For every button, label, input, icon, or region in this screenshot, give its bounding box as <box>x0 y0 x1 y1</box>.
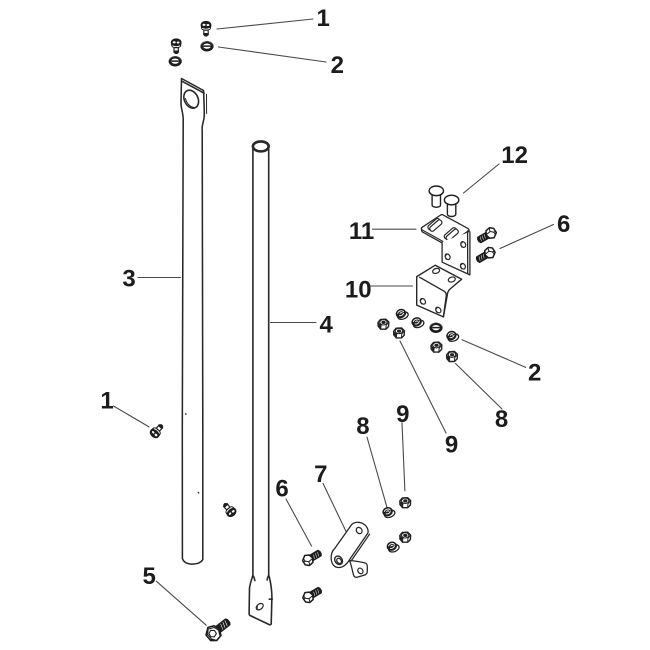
svg-text:1: 1 <box>317 5 330 32</box>
svg-text:5: 5 <box>143 563 156 590</box>
svg-text:4: 4 <box>320 311 334 338</box>
svg-text:8: 8 <box>495 406 508 433</box>
svg-text:1: 1 <box>100 388 113 415</box>
svg-text:6: 6 <box>557 211 570 238</box>
svg-text:2: 2 <box>331 52 344 79</box>
svg-text:3: 3 <box>122 266 135 293</box>
svg-text:9: 9 <box>396 401 409 428</box>
svg-text:8: 8 <box>356 413 369 440</box>
svg-text:7: 7 <box>314 461 327 488</box>
svg-text:2: 2 <box>528 360 541 387</box>
svg-text:12: 12 <box>501 142 528 169</box>
svg-text:11: 11 <box>349 218 374 245</box>
svg-text:10: 10 <box>345 276 372 303</box>
svg-text:9: 9 <box>445 432 458 459</box>
svg-text:6: 6 <box>275 476 288 503</box>
